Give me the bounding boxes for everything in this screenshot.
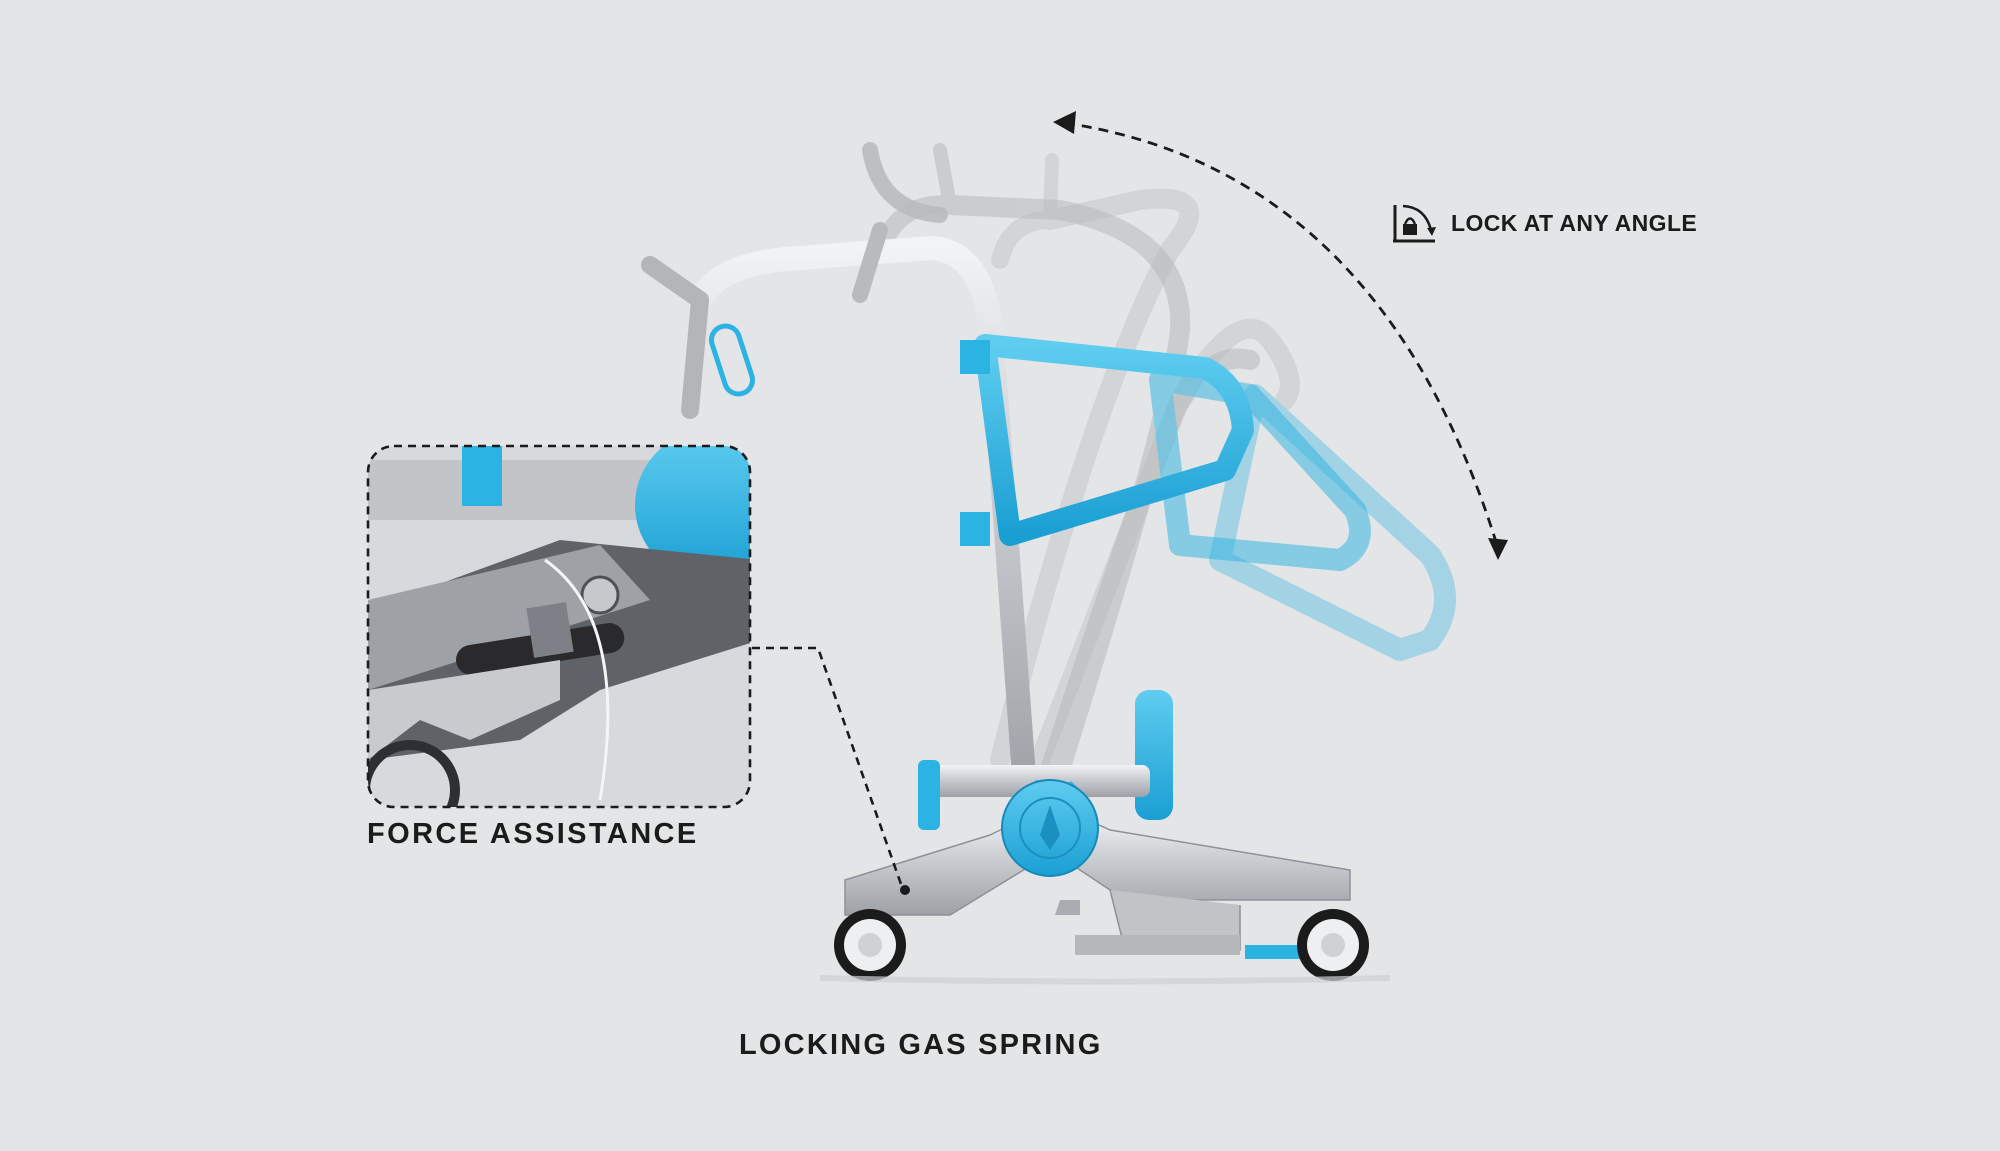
- blue-arm-frame: [960, 334, 1254, 546]
- leader-line-gas-spring: [752, 646, 904, 888]
- force-assistance-label: FORCE ASSISTANCE: [367, 818, 699, 850]
- angle-lock-icon: [1393, 204, 1436, 243]
- main-frame: [641, 142, 1037, 802]
- ground-shadow: [819, 975, 1391, 985]
- rear-wheel: [1297, 909, 1369, 981]
- knee-pad: [918, 690, 1173, 830]
- leader-line-endpoint: [900, 885, 910, 895]
- rotation-arrow-icon: [1053, 111, 1508, 560]
- hub-joint: [1001, 779, 1099, 877]
- locking-gas-spring-label: LOCKING GAS SPRING: [739, 1029, 1103, 1061]
- lock-at-any-angle-label: LOCK AT ANY ANGLE: [1451, 210, 1698, 236]
- inset-detail-box: [366, 444, 752, 809]
- front-wheel: [834, 909, 906, 981]
